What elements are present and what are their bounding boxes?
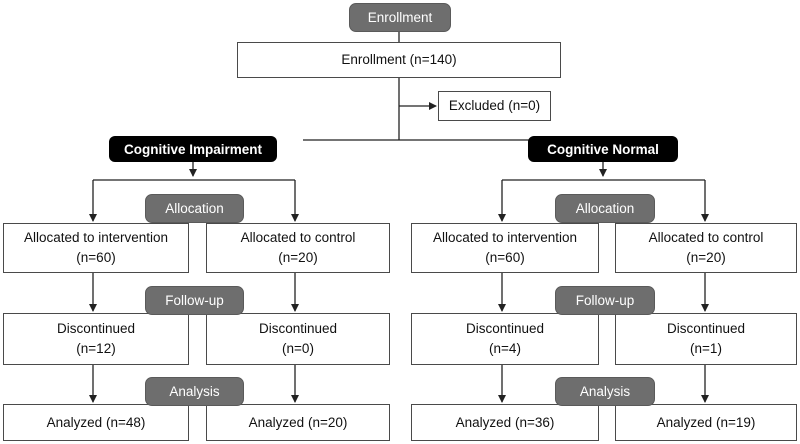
group-label-cognitive-impairment: Cognitive Impairment xyxy=(109,136,277,162)
right-analyzed-control-box: Analyzed (n=19) xyxy=(615,404,797,441)
allocation-label-text: Allocation xyxy=(165,201,224,216)
right-analyzed-intervention-box: Analyzed (n=36) xyxy=(411,404,599,441)
group-label-text: Cognitive Normal xyxy=(547,141,659,157)
box-line: Analyzed (n=36) xyxy=(455,414,555,430)
right-allocated-control-box: Allocated to control (n=20) xyxy=(615,223,797,273)
box-line: Analyzed (n=20) xyxy=(248,414,348,430)
box-line: (n=4) xyxy=(489,341,521,356)
enrollment-label: Enrollment xyxy=(349,3,451,32)
enrollment-box: Enrollment (n=140) xyxy=(237,42,561,78)
box-line: (n=60) xyxy=(76,250,116,265)
box-line: Discontinued xyxy=(465,321,545,336)
left-followup-label: Follow-up xyxy=(145,286,244,315)
allocation-label-text: Allocation xyxy=(575,201,635,216)
box-line: (n=12) xyxy=(76,341,116,356)
left-allocated-intervention-box: Allocated to intervention (n=60) xyxy=(3,223,189,273)
right-discontinued-intervention-box: Discontinued (n=4) xyxy=(411,313,599,365)
box-line: Analyzed (n=48) xyxy=(46,414,146,430)
box-line: Discontinued xyxy=(666,321,746,336)
left-discontinued-intervention-box: Discontinued (n=12) xyxy=(3,313,189,365)
followup-label-text: Follow-up xyxy=(575,293,635,308)
analysis-label-text: Analysis xyxy=(579,384,631,399)
left-allocated-control-box: Allocated to control (n=20) xyxy=(206,223,390,273)
enrollment-label-text: Enrollment xyxy=(367,10,433,25)
group-label-text: Cognitive Impairment xyxy=(123,141,263,157)
box-line: (n=20) xyxy=(278,250,318,265)
box-line: (n=0) xyxy=(282,341,314,356)
box-line: Allocated to intervention xyxy=(23,230,169,245)
box-line: Allocated to intervention xyxy=(432,230,578,245)
excluded-box-text: Excluded (n=0) xyxy=(448,98,541,113)
right-analysis-label: Analysis xyxy=(555,377,655,406)
enrollment-box-text: Enrollment (n=140) xyxy=(341,52,457,67)
right-discontinued-control-box: Discontinued (n=1) xyxy=(615,313,797,365)
box-line: Discontinued xyxy=(56,321,136,336)
box-line: Allocated to control xyxy=(648,230,764,245)
left-analyzed-control-box: Analyzed (n=20) xyxy=(206,404,390,441)
box-line: (n=60) xyxy=(485,250,525,265)
right-allocated-intervention-box: Allocated to intervention (n=60) xyxy=(411,223,599,273)
right-followup-label: Follow-up xyxy=(555,286,655,315)
analysis-label-text: Analysis xyxy=(169,384,220,399)
box-line: Discontinued xyxy=(258,321,338,336)
right-allocation-label: Allocation xyxy=(555,194,655,223)
left-discontinued-control-box: Discontinued (n=0) xyxy=(206,313,390,365)
left-analyzed-intervention-box: Analyzed (n=48) xyxy=(3,404,189,441)
followup-label-text: Follow-up xyxy=(165,293,224,308)
box-line: Allocated to control xyxy=(240,230,356,245)
box-line: (n=1) xyxy=(690,341,722,356)
left-allocation-label: Allocation xyxy=(145,194,244,223)
box-line: (n=20) xyxy=(686,250,726,265)
left-analysis-label: Analysis xyxy=(145,377,244,406)
group-label-cognitive-normal: Cognitive Normal xyxy=(528,136,678,162)
excluded-box: Excluded (n=0) xyxy=(438,91,551,121)
box-line: Analyzed (n=19) xyxy=(656,414,756,430)
